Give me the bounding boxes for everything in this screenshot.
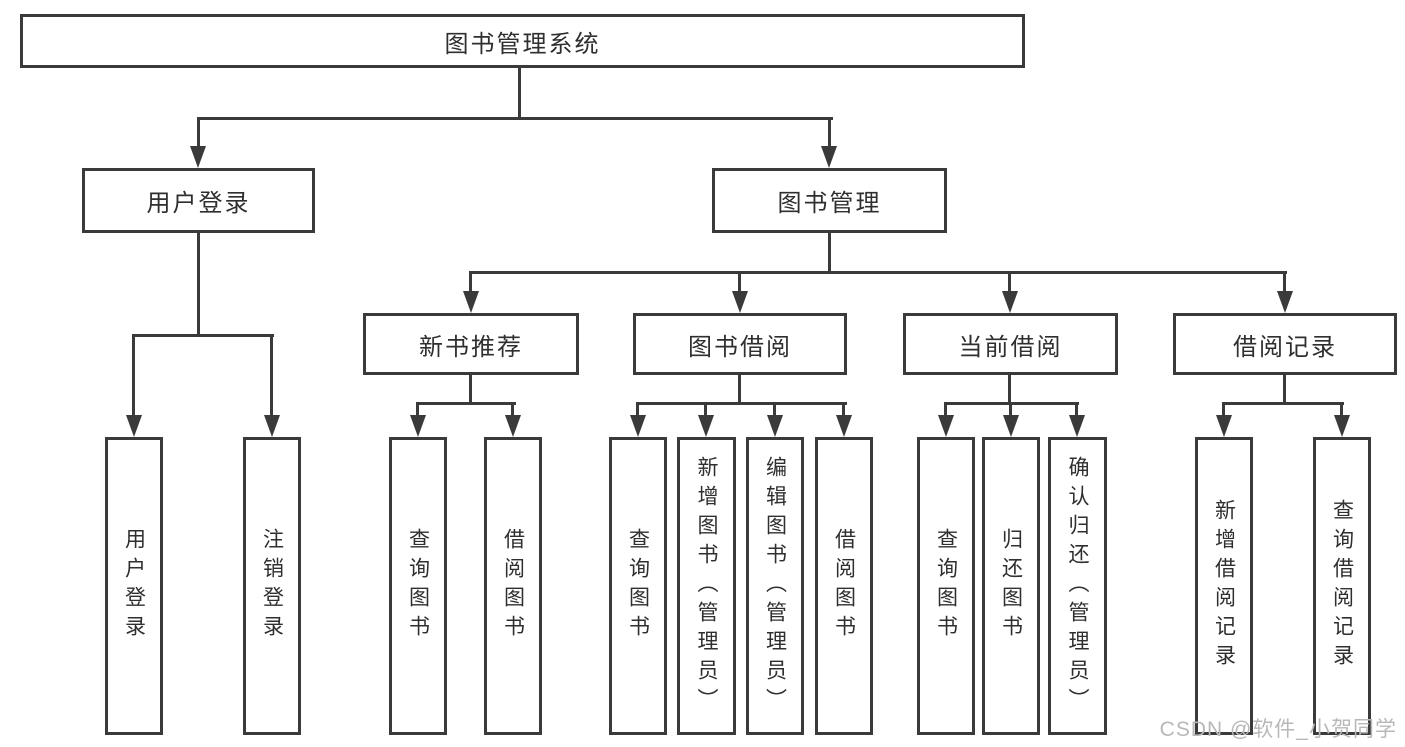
node-leaf-add-books-admin: 新增图书（管理员）: [677, 437, 736, 735]
connector-current-borrow-stem: [1008, 375, 1011, 404]
connector-drop-book-management: [828, 118, 831, 146]
connector-drop-query-borrow-record: [1340, 404, 1343, 415]
arrowhead-borrow-records: [1277, 291, 1293, 313]
node-leaf-user-login: 用户登录: [105, 437, 163, 735]
connector-drop-borrow-records: [1283, 273, 1286, 291]
node-new-book-recommend: 新书推荐: [363, 313, 579, 375]
node-user-login-label: 用户登录: [146, 190, 251, 217]
node-book-borrow-label: 图书借阅: [688, 333, 792, 361]
node-leaf-add-borrow-record: 新增借阅记录: [1195, 437, 1253, 735]
node-leaf-confirm-return-admin: 确认归还（管理员）: [1048, 437, 1107, 735]
node-leaf-query-books-1: 查询图书: [389, 437, 447, 735]
connector-drop-borrow-books-2: [842, 404, 845, 415]
connector-drop-current-borrow: [1008, 273, 1011, 291]
connector-book-management-bus: [469, 271, 1287, 274]
arrowhead-return-books: [1003, 415, 1019, 437]
node-leaf-query-borrow-record-label: 查询借阅记录: [1330, 499, 1354, 673]
connector-new-book-recommend-bus: [416, 402, 516, 405]
connector-drop-logout: [270, 336, 273, 415]
connector-drop-add-books-admin: [704, 404, 707, 415]
node-current-borrow: 当前借阅: [903, 313, 1118, 375]
node-new-book-recommend-label: 新书推荐: [419, 333, 523, 361]
arrowhead-query-books-1: [410, 415, 426, 437]
arrowhead-query-books-2: [630, 415, 646, 437]
connector-drop-query-books-3: [944, 404, 947, 415]
arrowhead-confirm-return: [1069, 415, 1085, 437]
arrowhead-logout: [264, 415, 280, 437]
node-book-management-label: 图书管理: [777, 190, 882, 217]
watermark: CSDN @软件_小贺同学: [1159, 718, 1397, 741]
connector-drop-book-borrow: [738, 273, 741, 291]
arrowhead-borrow-books-1: [505, 415, 521, 437]
connector-drop-query-books-1: [416, 404, 419, 415]
arrowhead-book-borrow: [732, 291, 748, 313]
connector-borrow-records-bus: [1222, 402, 1344, 405]
node-leaf-edit-books-admin-label: 编辑图书（管理员）: [763, 455, 787, 717]
connector-drop-user-login-leaf: [132, 336, 135, 415]
node-book-management: 图书管理: [712, 168, 947, 233]
node-leaf-add-borrow-record-label: 新增借阅记录: [1212, 499, 1236, 673]
connector-drop-add-borrow-record: [1222, 404, 1225, 415]
arrowhead-current-borrow: [1002, 291, 1018, 313]
connector-new-book-recommend-stem: [469, 375, 472, 404]
arrowhead-new-book-recommend: [463, 291, 479, 313]
connector-user-login-stem: [197, 233, 200, 336]
node-leaf-logout: 注销登录: [243, 437, 301, 735]
arrowhead-borrow-books-2: [836, 415, 852, 437]
arrowhead-edit-books-admin: [767, 415, 783, 437]
node-leaf-query-borrow-record: 查询借阅记录: [1313, 437, 1371, 735]
connector-borrow-records-stem: [1283, 375, 1286, 404]
node-leaf-query-books-3-label: 查询图书: [934, 528, 958, 644]
connector-drop-edit-books-admin: [773, 404, 776, 415]
arrowhead-user-login-leaf: [126, 415, 142, 437]
node-leaf-logout-label: 注销登录: [260, 528, 284, 644]
connector-drop-borrow-books-1: [511, 404, 514, 415]
arrowhead-add-books-admin: [698, 415, 714, 437]
node-book-borrow: 图书借阅: [633, 313, 847, 375]
node-leaf-query-books-1-label: 查询图书: [406, 528, 430, 644]
node-leaf-query-books-2: 查询图书: [609, 437, 667, 735]
node-leaf-edit-books-admin: 编辑图书（管理员）: [746, 437, 804, 735]
node-leaf-query-books-2-label: 查询图书: [626, 528, 650, 644]
connector-drop-confirm-return: [1075, 404, 1078, 415]
node-current-borrow-label: 当前借阅: [958, 333, 1063, 361]
connector-drop-new-book-recommend: [469, 273, 472, 291]
arrowhead-book-management: [821, 146, 837, 168]
node-root-label: 图书管理系统: [444, 30, 601, 58]
node-root: 图书管理系统: [20, 14, 1025, 68]
connector-root-bus: [197, 117, 833, 120]
connector-current-borrow-bus: [944, 402, 1079, 405]
node-borrow-records: 借阅记录: [1173, 313, 1397, 375]
node-leaf-borrow-books-2: 借阅图书: [815, 437, 873, 735]
node-leaf-borrow-books-2-label: 借阅图书: [832, 528, 856, 644]
node-leaf-add-books-admin-label: 新增图书（管理员）: [695, 455, 718, 717]
connector-user-login-bus: [132, 334, 274, 337]
arrowhead-query-borrow-record: [1334, 415, 1350, 437]
connector-drop-user-login: [197, 118, 200, 146]
node-user-login: 用户登录: [82, 168, 315, 233]
node-leaf-return-books: 归还图书: [982, 437, 1040, 735]
connector-root-stem: [518, 68, 521, 118]
connector-book-management-stem: [828, 233, 831, 273]
connector-book-borrow-bus: [636, 402, 847, 405]
connector-book-borrow-stem: [738, 375, 741, 404]
node-leaf-query-books-3: 查询图书: [917, 437, 975, 735]
node-leaf-user-login-label: 用户登录: [122, 528, 146, 644]
arrowhead-add-borrow-record: [1216, 415, 1232, 437]
connector-drop-return-books: [1009, 404, 1012, 415]
node-borrow-records-label: 借阅记录: [1233, 333, 1337, 361]
node-leaf-borrow-books-1-label: 借阅图书: [501, 528, 525, 644]
node-leaf-borrow-books-1: 借阅图书: [484, 437, 542, 735]
node-leaf-return-books-label: 归还图书: [999, 528, 1023, 644]
connector-drop-query-books-2: [636, 404, 639, 415]
node-leaf-confirm-return-admin-label: 确认归还（管理员）: [1066, 455, 1089, 717]
arrowhead-user-login: [190, 146, 206, 168]
arrowhead-query-books-3: [938, 415, 954, 437]
